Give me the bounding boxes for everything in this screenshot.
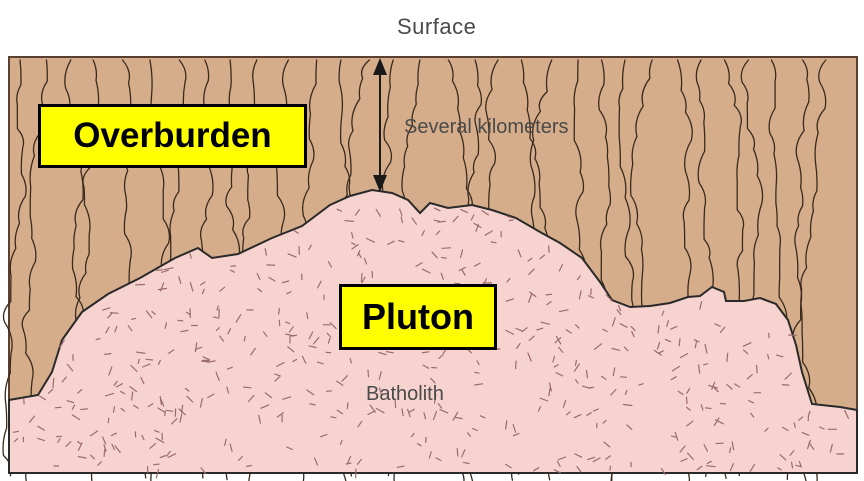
pluton-dash: [546, 294, 552, 295]
batholith-label: Batholith: [366, 383, 444, 406]
pluton-dash: [165, 411, 166, 416]
pluton-dash: [345, 221, 354, 222]
pluton-dash: [55, 407, 61, 408]
pluton-dash: [442, 248, 450, 249]
pluton-dash: [105, 354, 111, 355]
pluton-dash: [610, 466, 611, 470]
pluton-dash: [783, 385, 789, 386]
pluton-dash: [687, 397, 688, 403]
pluton-dash: [53, 378, 54, 387]
pluton-dash: [757, 366, 758, 373]
pluton-dash: [154, 464, 159, 465]
pluton-dash: [769, 333, 770, 337]
pluton-dash: [244, 387, 251, 388]
pluton-dash: [516, 361, 517, 369]
pluton-dash: [706, 408, 712, 409]
pluton-dash: [457, 449, 458, 456]
surface-label: Surface: [397, 14, 476, 40]
pluton-dash: [104, 450, 105, 457]
pluton-dash: [178, 320, 183, 321]
pluton-dash: [591, 289, 592, 295]
pluton-dash: [679, 339, 680, 346]
pluton-dash: [111, 313, 119, 314]
pluton-dash: [108, 418, 109, 422]
overburden-callout: Overburden: [38, 104, 307, 168]
pluton-dash: [727, 353, 728, 361]
pluton-dash: [475, 372, 479, 373]
pluton-dash: [146, 359, 153, 360]
pluton-dash: [361, 274, 362, 282]
pluton-dash: [157, 270, 163, 271]
pluton-dash: [347, 403, 348, 409]
pluton-dash: [720, 403, 725, 404]
pluton-dash: [730, 448, 731, 453]
depth-label: Several kilometers: [404, 116, 569, 139]
pluton-dash: [96, 339, 100, 340]
pluton-dash: [368, 370, 369, 377]
pluton-dash: [279, 308, 280, 314]
pluton-callout: Pluton: [339, 284, 497, 350]
pluton-dash: [422, 352, 429, 353]
pluton-dash: [509, 220, 513, 221]
pluton-dash: [81, 409, 88, 410]
pluton-dash: [442, 258, 447, 259]
pluton-dash: [621, 377, 627, 378]
pluton-dash: [299, 247, 300, 255]
